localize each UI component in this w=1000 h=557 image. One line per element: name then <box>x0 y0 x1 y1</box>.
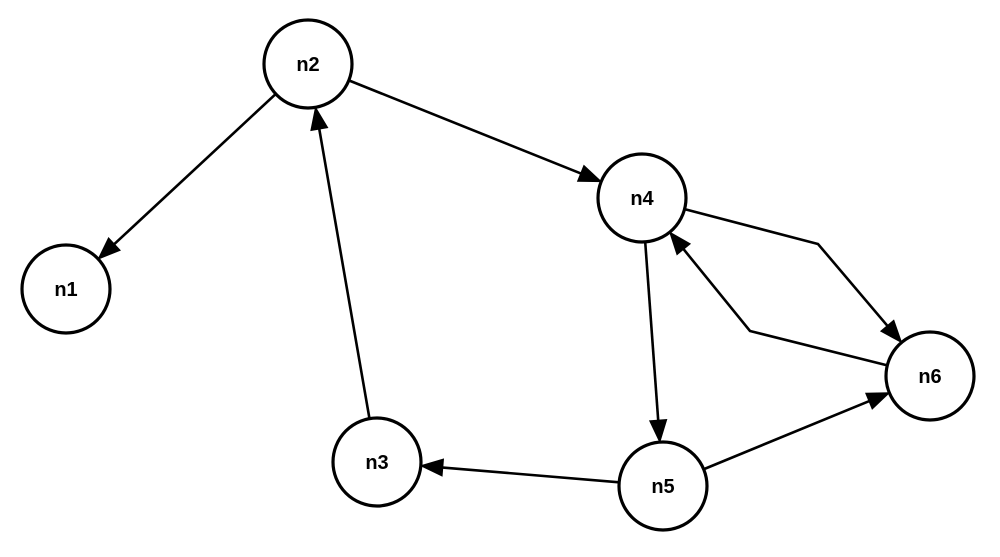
edge-n6-to-n4[interactable] <box>668 231 888 367</box>
node-label: n6 <box>918 366 941 388</box>
edge-n4-to-n6[interactable] <box>684 207 903 344</box>
node-label: n1 <box>54 279 77 301</box>
node-n6[interactable]: n6 <box>884 330 976 422</box>
arrowhead-icon <box>576 164 603 183</box>
edge-n3-to-n2[interactable] <box>310 105 371 419</box>
edge-n5-to-n3[interactable] <box>419 458 620 484</box>
node-circle[interactable] <box>20 243 112 335</box>
edge-line <box>317 128 371 419</box>
arrowhead-icon <box>648 419 668 444</box>
nodes-layer: n1 n2 n3 n4 n5 n6 <box>20 18 976 532</box>
edge-line <box>442 466 620 484</box>
arrowhead-icon <box>97 236 121 260</box>
node-circle[interactable] <box>596 152 688 244</box>
edge-n2-to-n4[interactable] <box>348 79 603 183</box>
arrowhead-icon <box>865 392 891 410</box>
edge-line <box>703 399 870 471</box>
edge-line <box>682 248 888 367</box>
edge-n4-to-n5[interactable] <box>643 241 668 444</box>
arrowhead-icon <box>879 319 903 344</box>
arrowhead-icon <box>310 105 329 132</box>
edge-line <box>113 93 277 246</box>
node-circle[interactable] <box>262 18 354 110</box>
node-circle[interactable] <box>617 440 709 532</box>
node-n5[interactable]: n5 <box>617 440 709 532</box>
edge-line <box>643 241 660 421</box>
edges-layer <box>97 79 903 484</box>
node-n3[interactable]: n3 <box>331 416 423 508</box>
edge-line <box>348 79 582 175</box>
node-circle[interactable] <box>331 416 423 508</box>
edge-line <box>684 207 889 327</box>
arrowhead-icon <box>419 458 445 477</box>
node-circle[interactable] <box>884 330 976 422</box>
node-label: n3 <box>365 452 388 474</box>
node-label: n5 <box>651 476 674 498</box>
node-label: n4 <box>630 188 654 210</box>
edge-n2-to-n1[interactable] <box>97 93 277 260</box>
arrowhead-icon <box>668 231 692 256</box>
node-label: n2 <box>296 54 319 76</box>
node-n4[interactable]: n4 <box>596 152 688 244</box>
edge-n5-to-n6[interactable] <box>703 392 891 471</box>
node-n1[interactable]: n1 <box>20 243 112 335</box>
node-n2[interactable]: n2 <box>262 18 354 110</box>
